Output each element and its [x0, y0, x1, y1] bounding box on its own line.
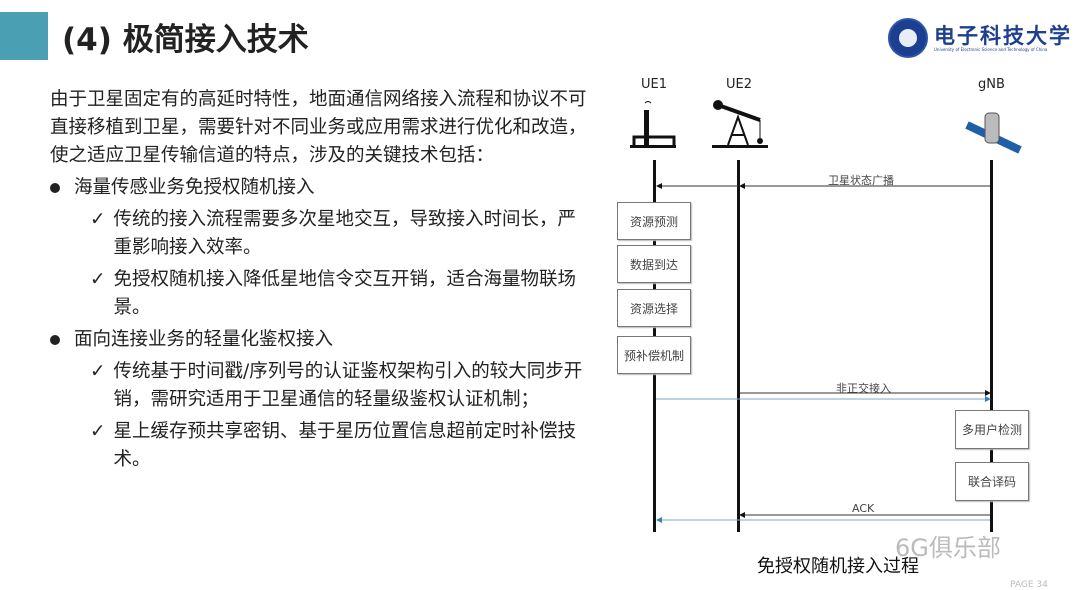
message-arrows [656, 183, 991, 523]
step-box: 数据到达 [617, 245, 691, 283]
access-label: 非正交接入 [836, 382, 891, 395]
ue2-lifeline [737, 160, 740, 532]
university-logo: 电子科技大学 University of Electronic Science … [888, 18, 1072, 58]
check-icon: ✓ [90, 269, 106, 290]
bullet-item: 面向连接业务的轻量化鉴权接入 [50, 326, 590, 354]
step-box: 资源选择 [617, 289, 691, 327]
sub-item: ✓ 传统的接入流程需要多次星地交互，导致接入时间长，严重影响接入效率。 [90, 206, 590, 262]
bullet-icon [50, 183, 60, 193]
bullet-item: 海量传感业务免授权随机接入 [50, 174, 590, 202]
intro-text: 由于卫星固定有的高延时特性，地面通信网络接入流程和协议不可直接移植到卫星，需要针… [50, 89, 587, 166]
bullet-text: 海量传感业务免授权随机接入 [74, 177, 315, 198]
factory-icon [630, 101, 676, 148]
broadcast-label: 卫星状态广播 [828, 174, 894, 187]
check-icon: ✓ [90, 209, 106, 230]
sub-text: 传统的接入流程需要多次星地交互，导致接入时间长，严重影响接入效率。 [113, 209, 577, 258]
ue1-label: UE1 [641, 77, 667, 92]
page-number: PAGE 34 [1010, 580, 1048, 590]
slide-body: 由于卫星固定有的高延时特性，地面通信网络接入流程和协议不可直接移植到卫星，需要针… [50, 86, 590, 474]
step-box: 多用户检测 [955, 410, 1029, 449]
logo-subtitle: University of Electronic Science and Tec… [934, 46, 1048, 52]
title-accent [0, 12, 48, 60]
logo-name: 电子科技大学 [934, 23, 1072, 48]
slide-title: (4) 极简接入技术 [62, 22, 309, 58]
ack-label: ACK [852, 502, 875, 515]
sub-text: 星上缓存预共享密钥、基于星历位置信息超前定时补偿技术。 [113, 421, 577, 470]
seal-icon [888, 18, 928, 58]
ue2-label: UE2 [726, 77, 752, 92]
bullet-text: 面向连接业务的轻量化鉴权接入 [74, 329, 334, 350]
step-box: 预补偿机制 [617, 336, 691, 374]
satellite-icon [965, 112, 1022, 154]
gnb-lifeline [990, 160, 993, 532]
check-icon: ✓ [90, 361, 106, 382]
diagram-caption: 免授权随机接入过程 [757, 556, 919, 577]
bullet-icon [50, 335, 60, 345]
step-box: 联合译码 [955, 462, 1029, 501]
step-box: 资源预测 [617, 202, 691, 240]
sub-item: ✓ 传统基于时间戳/序列号的认证鉴权架构引入的较大同步开销，需研究适用于卫星通信的… [90, 358, 590, 414]
sub-item: ✓ 免授权随机接入降低星地信令交互开销，适合海量物联场景。 [90, 266, 590, 322]
watermark: 6G俱乐部 [895, 534, 1001, 562]
sub-item: ✓ 星上缓存预共享密钥、基于星历位置信息超前定时补偿技术。 [90, 418, 590, 474]
sub-text: 传统基于时间戳/序列号的认证鉴权架构引入的较大同步开销，需研究适用于卫星通信的轻… [113, 361, 583, 410]
gnb-label: gNB [978, 77, 1005, 92]
check-icon: ✓ [90, 421, 106, 442]
sub-text: 免授权随机接入降低星地信令交互开销，适合海量物联场景。 [113, 269, 577, 318]
pumpjack-icon [712, 100, 768, 148]
entity-icons [630, 100, 1022, 154]
